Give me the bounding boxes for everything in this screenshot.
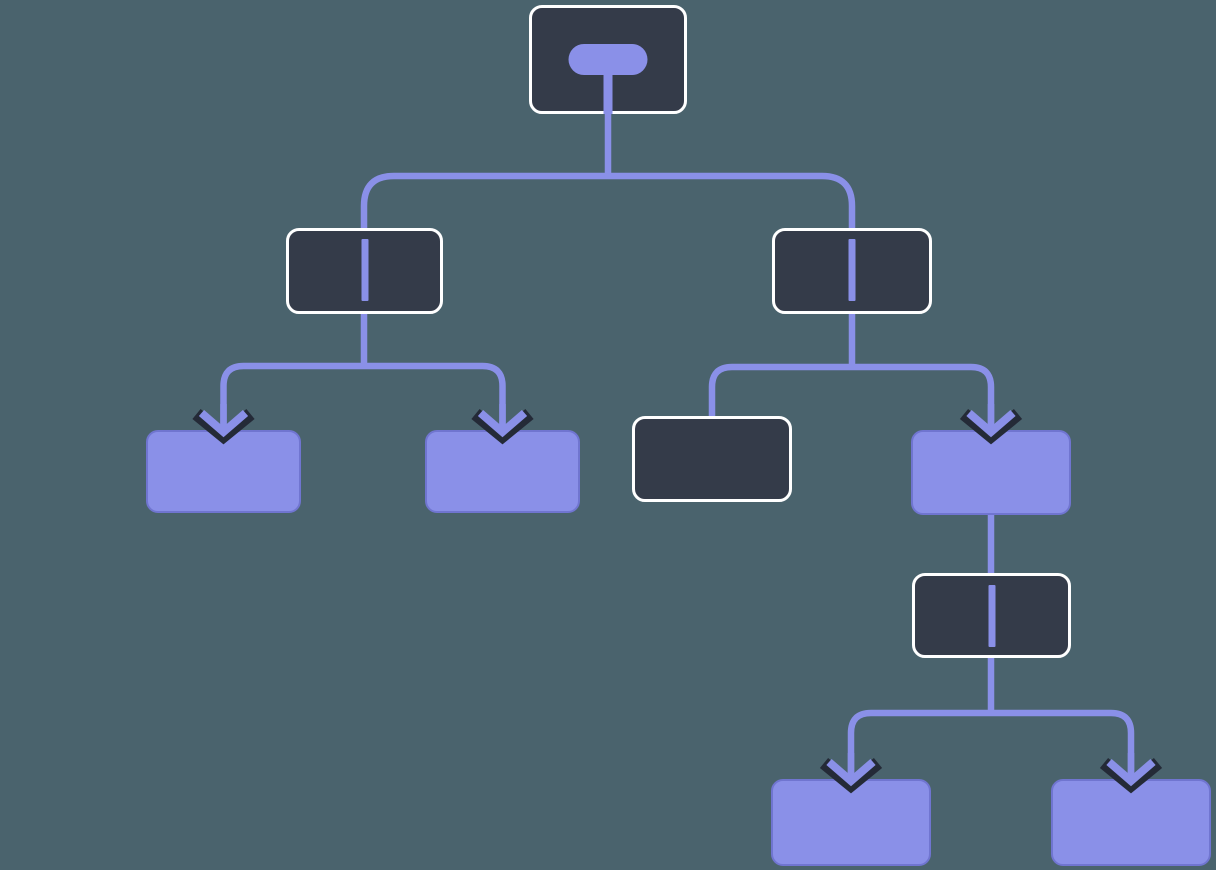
divider-bar bbox=[848, 239, 856, 301]
divider-bar bbox=[361, 239, 368, 301]
node-leaf-b[interactable] bbox=[425, 430, 580, 513]
node-branch-right[interactable] bbox=[772, 228, 932, 314]
divider-bar bbox=[988, 585, 995, 647]
node-root[interactable] bbox=[529, 5, 687, 114]
node-branch-left[interactable] bbox=[286, 228, 443, 314]
root-pill-icon bbox=[568, 44, 648, 75]
node-branch-bottom[interactable] bbox=[912, 573, 1071, 658]
edge-root-rail bbox=[360, 172, 856, 228]
node-leaf-a[interactable] bbox=[146, 430, 301, 513]
node-leaf-e[interactable] bbox=[1051, 779, 1211, 866]
edge-bottom-rail bbox=[847, 709, 1135, 781]
node-dark-leaf[interactable] bbox=[632, 416, 792, 502]
edge-left-rail bbox=[220, 362, 506, 432]
node-leaf-d[interactable] bbox=[771, 779, 931, 866]
root-pill-stem bbox=[603, 72, 613, 114]
node-leaf-c[interactable] bbox=[911, 430, 1071, 515]
